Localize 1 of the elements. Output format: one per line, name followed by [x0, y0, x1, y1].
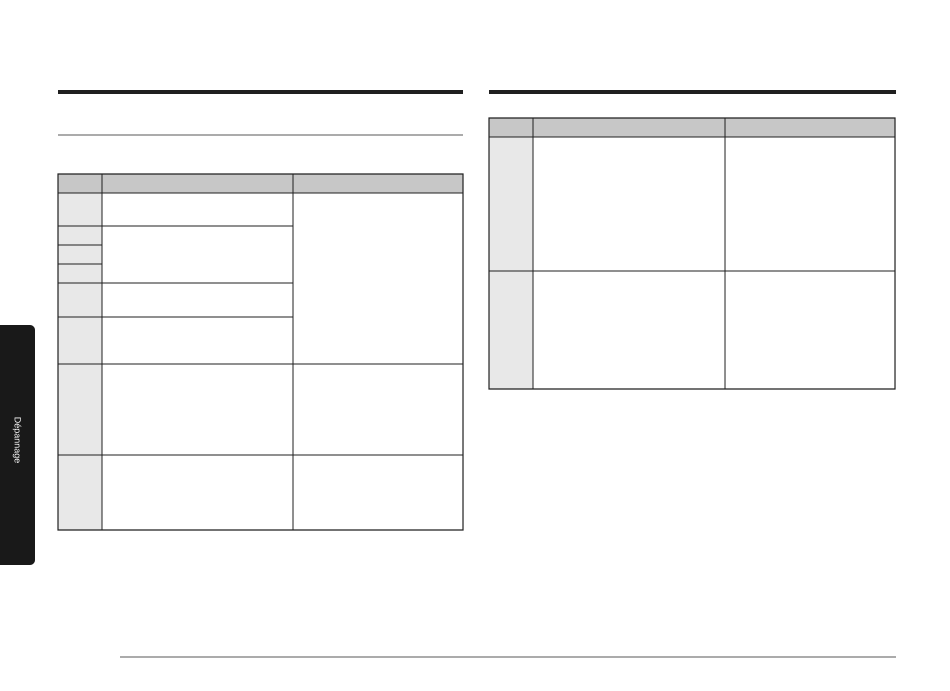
- side-tab: Dépannage: [0, 325, 35, 565]
